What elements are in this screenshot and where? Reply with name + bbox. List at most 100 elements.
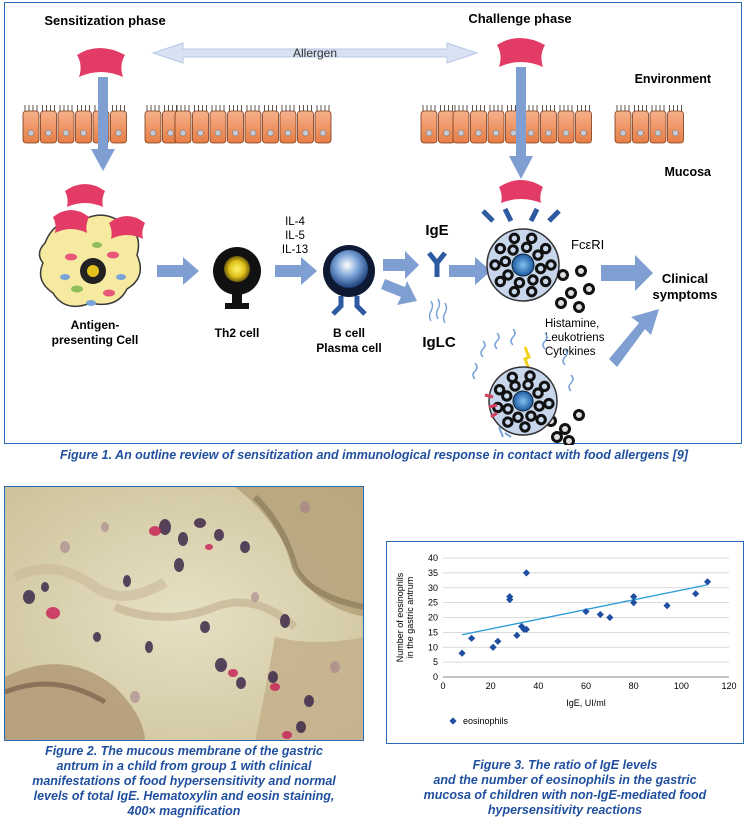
data-point bbox=[663, 602, 671, 610]
epithelial-cell bbox=[314, 110, 332, 144]
bcell-label-line1: B cell bbox=[333, 326, 365, 340]
data-point bbox=[606, 613, 614, 622]
y-tick-label: 40 bbox=[428, 553, 438, 563]
il5-label: IL-5 bbox=[285, 230, 305, 242]
y-tick-label: 5 bbox=[433, 657, 438, 667]
epithelial-cell bbox=[297, 110, 314, 144]
epithelial-cell bbox=[209, 110, 227, 144]
epithelium-layer bbox=[22, 105, 684, 144]
epithelial-cell bbox=[75, 110, 92, 144]
allergen-double-arrow bbox=[151, 42, 479, 64]
released-granules bbox=[545, 265, 595, 445]
x-tick-label: 120 bbox=[721, 681, 736, 691]
chart-legend: eosinophils bbox=[449, 716, 509, 726]
epithelial-cell bbox=[557, 110, 575, 144]
figure3-caption: Figure 3. The ratio of IgE levels and th… bbox=[386, 758, 744, 818]
x-tick-label: 40 bbox=[533, 681, 543, 691]
figure2-caption-line: manifestations of food hypersensitivity … bbox=[32, 774, 336, 788]
epithelial-cell bbox=[40, 110, 57, 144]
figure2-caption-line: Figure 2. The mucous membrane of the gas… bbox=[45, 744, 323, 758]
figure2-caption: Figure 2. The mucous membrane of the gas… bbox=[4, 744, 364, 819]
data-point bbox=[458, 649, 466, 657]
mediators-line1: Histamine, bbox=[545, 318, 599, 330]
figure3-caption-line: and the number of eosinophils in the gas… bbox=[433, 773, 697, 787]
arrow-th2-to-bcell bbox=[275, 257, 317, 285]
granule bbox=[559, 423, 571, 435]
epithelial-cell bbox=[279, 110, 297, 144]
clinical-label-line2: symptoms bbox=[652, 287, 717, 302]
data-point bbox=[692, 590, 700, 598]
clinical-label-line1: Clinical bbox=[662, 271, 708, 286]
epithelial-cell bbox=[487, 110, 505, 144]
epithelial-cell bbox=[57, 110, 75, 144]
epithelial-cell bbox=[420, 110, 438, 144]
data-points bbox=[458, 569, 712, 657]
x-tick-label: 100 bbox=[674, 681, 689, 691]
epithelial-cell bbox=[192, 110, 209, 144]
figure1-caption: Figure 1. An outline review of sensitiza… bbox=[59, 448, 689, 462]
iglc-chains-icon bbox=[428, 298, 448, 324]
epithelial-cell bbox=[144, 110, 162, 144]
data-point bbox=[489, 643, 497, 651]
data-point bbox=[630, 599, 638, 607]
arrow-lower-to-clinical bbox=[609, 309, 659, 367]
epithelial-cell bbox=[110, 110, 127, 144]
down-arrow-sensitization bbox=[91, 77, 115, 171]
data-point bbox=[703, 578, 712, 586]
epithelial-cell bbox=[22, 110, 40, 144]
data-point bbox=[596, 610, 604, 619]
data-point bbox=[468, 634, 476, 642]
epithelial-cell bbox=[262, 110, 279, 144]
data-point bbox=[582, 607, 590, 616]
epithelial-cell bbox=[438, 110, 455, 144]
y-tick-label: 15 bbox=[428, 627, 438, 637]
epithelial-cell bbox=[227, 110, 244, 144]
arrow-bcell-to-ige bbox=[383, 251, 419, 279]
y-tick-label: 25 bbox=[428, 598, 438, 608]
allergen-icon bbox=[77, 48, 125, 77]
arrow-ige-to-mastcell bbox=[449, 257, 491, 285]
epithelial-cell bbox=[575, 110, 592, 144]
th2-label: Th2 cell bbox=[215, 326, 260, 340]
granule bbox=[565, 287, 577, 299]
figure2-caption-line: 400× magnification bbox=[127, 804, 241, 818]
epithelial-cell bbox=[632, 110, 649, 144]
y-tick-label: 35 bbox=[428, 568, 438, 578]
mast-cell bbox=[481, 180, 561, 302]
legend-label: eosinophils bbox=[463, 716, 509, 726]
apc-label-line1: Antigen- bbox=[71, 318, 120, 332]
il4-label: IL-4 bbox=[285, 216, 305, 228]
x-tick-label: 0 bbox=[440, 681, 445, 691]
granule bbox=[575, 265, 587, 277]
figure3-caption-line: Figure 3. The ratio of IgE levels bbox=[472, 758, 658, 772]
degranulating-mast-cell bbox=[472, 328, 574, 438]
environment-label: Environment bbox=[635, 72, 712, 86]
challenge-phase-label: Challenge phase bbox=[468, 11, 571, 26]
granule bbox=[551, 431, 563, 443]
granule bbox=[583, 283, 595, 295]
figure1-diagram: Sensitization phase Challenge phase Alle… bbox=[22, 11, 718, 445]
epithelial-cell bbox=[470, 110, 487, 144]
y-tick-label: 20 bbox=[428, 613, 438, 623]
arrow-apc-to-th2 bbox=[157, 257, 199, 285]
figure1-panel: Sensitization phase Challenge phase Alle… bbox=[4, 2, 742, 445]
epithelial-cell bbox=[614, 110, 632, 144]
epithelial-cell bbox=[649, 110, 667, 144]
epithelial-cell bbox=[667, 110, 684, 144]
epithelial-cell bbox=[540, 110, 557, 144]
figure2-caption-line: antrum in a child from group 1 with clin… bbox=[56, 759, 312, 773]
epithelial-cell bbox=[244, 110, 262, 144]
down-arrow-challenge bbox=[509, 67, 533, 179]
epithelial-cell bbox=[174, 110, 192, 144]
granule bbox=[573, 301, 585, 313]
figure2-caption-line: levels of total IgE. Hematoxylin and eos… bbox=[33, 789, 335, 803]
granule bbox=[555, 297, 567, 309]
ige-label: IgE bbox=[425, 222, 448, 239]
iglc-label: IgLC bbox=[422, 334, 455, 351]
figure3-caption-line: mucosa of children with non-IgE-mediated… bbox=[423, 788, 707, 802]
allergen-icon bbox=[497, 38, 545, 67]
data-point bbox=[513, 631, 521, 639]
